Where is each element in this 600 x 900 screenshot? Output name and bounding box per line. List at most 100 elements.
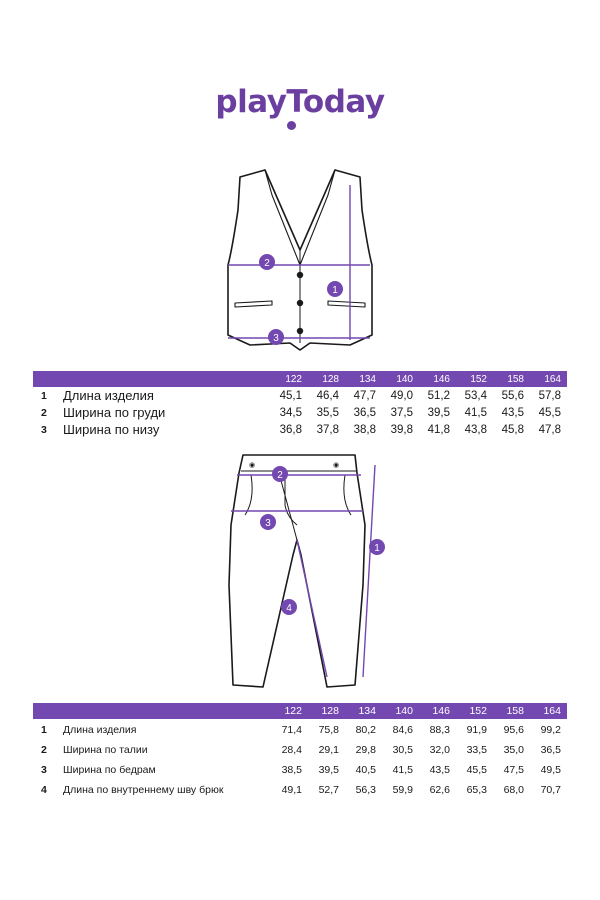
row-number: 2 [41, 744, 47, 756]
size-header: 164 [526, 703, 567, 719]
vest-marker-3-label: 3 [273, 333, 279, 344]
measurement-value: 45,8 [501, 423, 524, 436]
measurement-value: 28,4 [281, 744, 302, 756]
vest-table-header: 122 128 134 140 146 152 158 164 [33, 371, 567, 387]
measurement-value: 91,9 [466, 724, 487, 736]
vest-marker-3 [268, 329, 284, 345]
row-number: 3 [41, 423, 47, 436]
row-number: 1 [41, 389, 47, 402]
measurement-value: 47,7 [353, 389, 376, 402]
measurement-value: 37,5 [390, 406, 413, 419]
measurement-value: 49,1 [281, 784, 302, 796]
measurement-value: 51,2 [427, 389, 450, 402]
measurement-value: 43,8 [464, 423, 487, 436]
vest-marker-1-label: 1 [332, 285, 338, 296]
measurement-value: 56,3 [355, 784, 376, 796]
measurement-value: 39,5 [427, 406, 450, 419]
measurement-name: Длина по внутреннему шву брюк [63, 784, 224, 796]
size-header: 128 [304, 703, 341, 719]
measurement-value: 49,0 [390, 389, 413, 402]
pants-marker-3-label: 3 [265, 518, 271, 529]
pants-marker-1 [369, 539, 385, 555]
measurement-value: 47,5 [503, 764, 524, 776]
measurement-value: 35,0 [503, 744, 524, 756]
measurement-name: Ширина по бедрам [63, 764, 156, 776]
measurement-value: 34,5 [279, 406, 302, 419]
brand-logo-dot [287, 121, 296, 130]
measurement-value: 38,8 [353, 423, 376, 436]
table-row: 2 Ширина по талии 28,4 29,1 29,8 30,5 32… [33, 739, 567, 759]
measurement-value: 62,6 [429, 784, 450, 796]
measurement-value: 45,5 [538, 406, 561, 419]
brand-logo: playToday [0, 84, 600, 120]
vest-size-table: 122 128 134 140 146 152 158 164 1 Длина … [33, 371, 567, 438]
measurement-value: 36,8 [279, 423, 302, 436]
measurement-value: 36,5 [540, 744, 561, 756]
pants-marker-2 [272, 466, 288, 482]
size-header: 164 [526, 371, 567, 387]
measurement-value: 45,1 [279, 389, 302, 402]
size-header: 158 [489, 371, 526, 387]
size-header: 146 [415, 371, 452, 387]
row-number: 4 [41, 784, 47, 796]
table-row: 3 Ширина по низу 36,8 37,8 38,8 39,8 41,… [33, 421, 567, 438]
measurement-value: 80,2 [355, 724, 376, 736]
measurement-value: 41,8 [427, 423, 450, 436]
measurement-name: Ширина по груди [63, 405, 166, 420]
measurement-value: 52,7 [318, 784, 339, 796]
measurement-value: 84,6 [392, 724, 413, 736]
size-header: 140 [378, 703, 415, 719]
measurement-value: 57,8 [538, 389, 561, 402]
measurement-value: 68,0 [503, 784, 524, 796]
size-header: 152 [452, 371, 489, 387]
measurement-value: 39,5 [318, 764, 339, 776]
pants-marker-4-label: 4 [286, 603, 292, 614]
measurement-value: 32,0 [429, 744, 450, 756]
measurement-value: 99,2 [540, 724, 561, 736]
svg-text:◉: ◉ [333, 461, 339, 469]
measurement-value: 37,8 [316, 423, 339, 436]
measurement-value: 71,4 [281, 724, 302, 736]
measurement-value: 29,1 [318, 744, 339, 756]
size-header: 152 [452, 703, 489, 719]
pants-marker-1-label: 1 [374, 543, 380, 554]
measurement-value: 41,5 [464, 406, 487, 419]
measurement-name: Ширина по талии [63, 744, 148, 756]
measurement-value: 30,5 [392, 744, 413, 756]
measurement-value: 45,5 [466, 764, 487, 776]
table-row: 2 Ширина по груди 34,5 35,5 36,5 37,5 39… [33, 404, 567, 421]
size-header: 134 [341, 703, 378, 719]
measurement-value: 38,5 [281, 764, 302, 776]
row-number: 2 [41, 406, 47, 419]
pants-size-table: 122 128 134 140 146 152 158 164 1 Длина … [33, 703, 567, 799]
measurement-name: Ширина по низу [63, 422, 160, 437]
measurement-value: 55,6 [501, 389, 524, 402]
measurement-value: 75,8 [318, 724, 339, 736]
measurement-value: 59,9 [392, 784, 413, 796]
measurement-value: 46,4 [316, 389, 339, 402]
measurement-value: 53,4 [464, 389, 487, 402]
vest-drawing: 2 1 3 [227, 169, 373, 351]
measurement-value: 70,7 [540, 784, 561, 796]
measurement-value: 29,8 [355, 744, 376, 756]
measurement-value: 41,5 [392, 764, 413, 776]
size-header: 122 [267, 371, 304, 387]
measurement-value: 95,6 [503, 724, 524, 736]
row-number: 3 [41, 764, 47, 776]
measurement-name: Длина изделия [63, 388, 154, 403]
size-header: 134 [341, 371, 378, 387]
size-header: 146 [415, 703, 452, 719]
pants-drawing: ◉ ◉ 2 3 1 4 [228, 454, 385, 688]
measurement-value: 43,5 [429, 764, 450, 776]
pants-marker-2-label: 2 [277, 470, 283, 481]
measurement-value: 49,5 [540, 764, 561, 776]
vest-marker-1 [327, 281, 343, 297]
pants-table-header: 122 128 134 140 146 152 158 164 [33, 703, 567, 719]
row-number: 1 [41, 724, 47, 736]
measurement-value: 65,3 [466, 784, 487, 796]
measurement-value: 40,5 [355, 764, 376, 776]
svg-text:◉: ◉ [249, 461, 255, 469]
measurement-name: Длина изделия [63, 724, 137, 736]
size-header: 140 [378, 371, 415, 387]
measurement-value: 47,8 [538, 423, 561, 436]
